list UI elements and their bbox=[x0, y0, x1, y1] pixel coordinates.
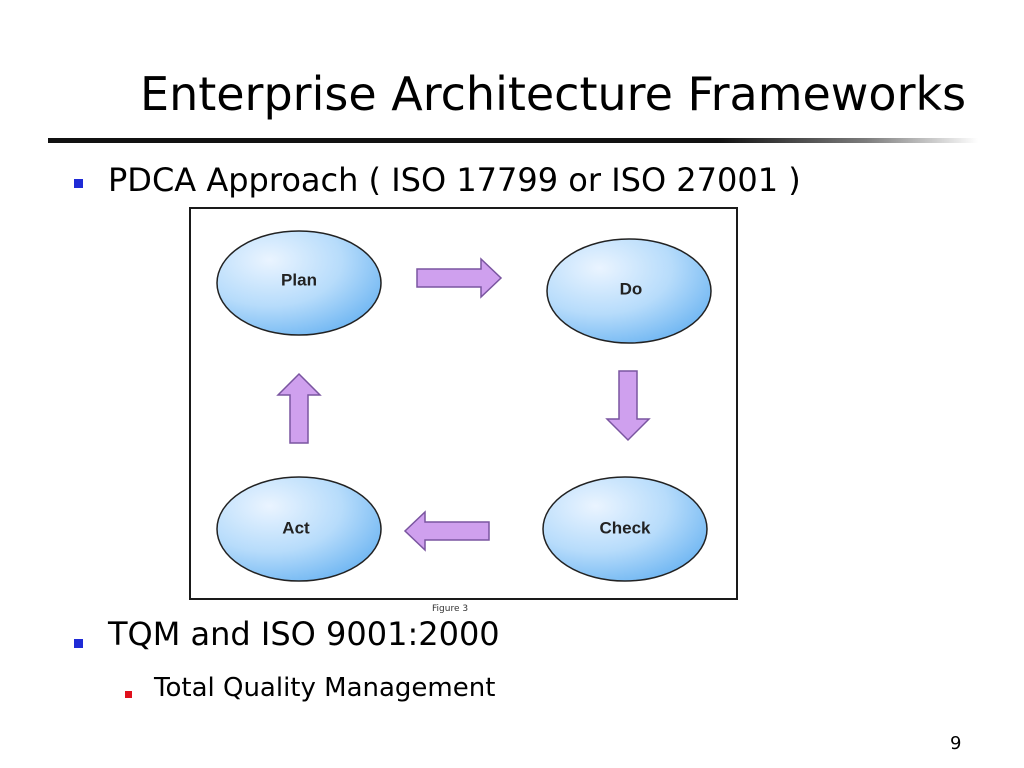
sub-bullet-marker bbox=[125, 691, 132, 698]
arrow-left-icon bbox=[403, 510, 490, 552]
arrow-up-icon bbox=[276, 372, 322, 444]
node-plan-label: Plan bbox=[281, 270, 317, 289]
node-do bbox=[546, 238, 712, 344]
arrow-right-icon bbox=[416, 257, 503, 299]
node-check bbox=[542, 476, 708, 582]
node-plan bbox=[216, 230, 382, 336]
bullet-pdca: PDCA Approach ( ISO 17799 or ISO 27001 ) bbox=[108, 161, 801, 199]
node-act bbox=[216, 476, 382, 582]
node-do-label: Do bbox=[620, 279, 643, 298]
slide-title: Enterprise Architecture Frameworks bbox=[140, 67, 967, 121]
pdca-figure: Plan Do Check Act bbox=[189, 207, 738, 600]
pdca-diagram: Plan Do Check Act bbox=[216, 230, 712, 582]
page-number: 9 bbox=[950, 733, 962, 754]
bullet-marker bbox=[74, 639, 83, 648]
figure-caption: Figure 3 bbox=[432, 604, 469, 614]
arrow-down-icon bbox=[605, 370, 651, 442]
title-divider bbox=[48, 138, 978, 143]
node-check-label: Check bbox=[599, 518, 651, 537]
bullet-marker bbox=[74, 179, 83, 188]
sub-bullet-tqm: Total Quality Management bbox=[154, 673, 496, 703]
bullet-tqm: TQM and ISO 9001:2000 bbox=[108, 615, 500, 653]
node-act-label: Act bbox=[282, 518, 310, 537]
